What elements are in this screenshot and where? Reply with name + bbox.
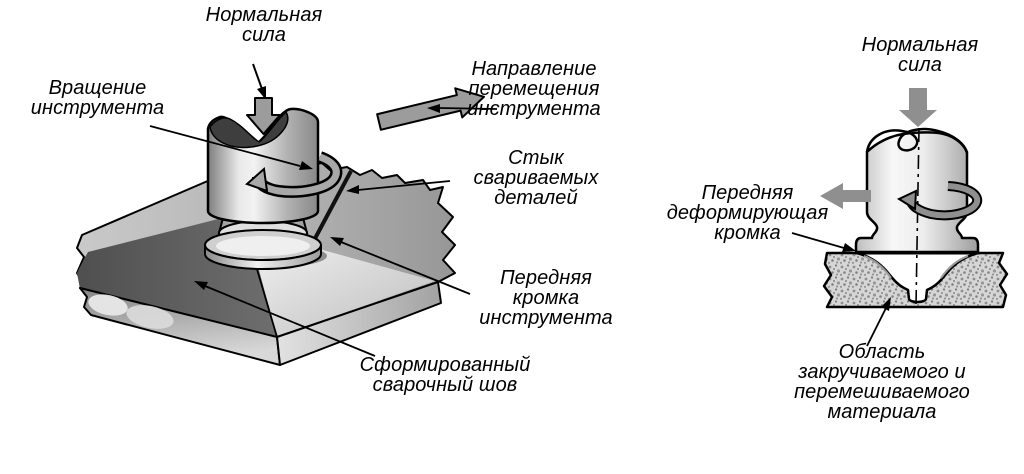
plate-right-face <box>276 281 442 366</box>
leader-front-edge <box>330 237 471 295</box>
joint-line-front <box>253 258 278 338</box>
rotation-arrow-right <box>896 181 983 221</box>
label-front-deforming-edge: Передняя деформирующая кромка <box>666 182 829 244</box>
rotation-arrow <box>245 151 343 198</box>
joint-line <box>309 170 353 247</box>
normal-force-arrow <box>246 63 281 135</box>
tool-concave-top <box>209 110 289 149</box>
weld-nugget-cross-section <box>88 294 174 329</box>
label-movement-direction: Направление перемещения инструмента <box>467 58 601 120</box>
tool-top-curl <box>865 127 969 154</box>
leader-joint <box>346 180 451 194</box>
shoulder-tier2-wall <box>204 244 322 270</box>
stir-zone-funnel-shading <box>863 255 969 279</box>
centerline <box>915 127 920 307</box>
label-formed-weld-seam: Сформированный сварочный шов <box>359 354 531 396</box>
label-normal-force-right: Нормальная сила <box>861 34 979 76</box>
leader-weld-seam <box>194 281 376 357</box>
leader-tool-rotation <box>149 125 313 170</box>
label-tool-front-edge: Передняя кромка инструмента <box>479 267 613 329</box>
direction-pointer <box>427 104 498 113</box>
shoulder-highlight <box>216 236 310 256</box>
label-stirred-material-area: Область закручиваемого и перемешиваемого… <box>794 341 970 423</box>
left-diagram <box>76 63 498 366</box>
movement-arrow-right-diagram <box>820 183 871 209</box>
right-diagram <box>791 88 1009 347</box>
leader-deforming-edge <box>791 232 856 252</box>
tool-body-right <box>854 131 980 254</box>
label-joint-of-parts: Стык свариваемых деталей <box>473 147 599 209</box>
normal-force-arrow-right <box>899 88 937 127</box>
leader-stirred-area <box>866 297 891 347</box>
label-tool-rotation: Вращение инструмента <box>30 77 165 119</box>
label-normal-force-left: Нормальная сила <box>205 4 323 46</box>
plate-bright-area <box>256 247 435 336</box>
